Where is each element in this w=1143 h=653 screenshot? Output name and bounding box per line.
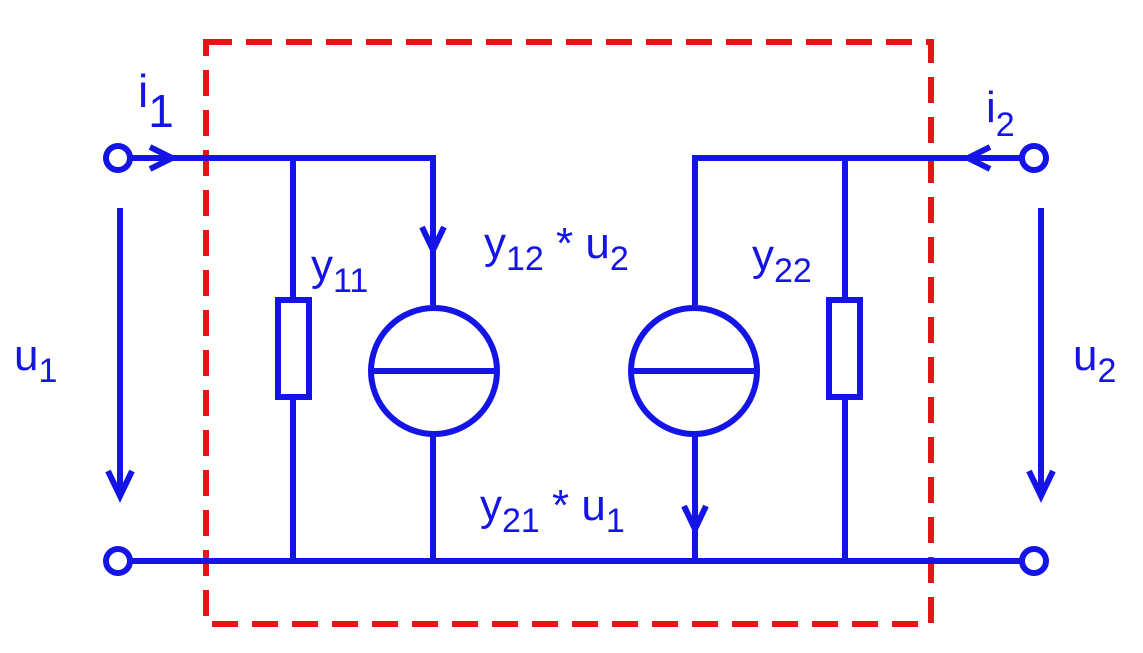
two-port-boundary <box>203 39 934 627</box>
top-right-wire <box>692 155 1022 305</box>
terminals <box>103 143 1049 576</box>
label-i2: i2 <box>986 83 1015 144</box>
label-i1: i1 <box>138 65 174 137</box>
arrow-u2-head <box>1026 469 1056 503</box>
label-u2: u2 <box>1073 331 1116 390</box>
arrow-source-bottom <box>681 504 709 536</box>
top-left-wire <box>130 155 436 305</box>
label-source-bottom: y21 * u1 <box>480 481 625 540</box>
arrow-i2 <box>961 144 992 172</box>
y22-resistor <box>826 297 863 400</box>
label-source-top: y12 * u2 <box>484 219 629 278</box>
arrow-source-top <box>419 225 447 257</box>
label-y22: y22 <box>752 231 812 290</box>
terminal-top-right <box>1019 143 1049 173</box>
terminal-top-left <box>103 143 133 173</box>
y11-resistor <box>275 297 312 400</box>
label-y11: y11 <box>311 241 368 300</box>
terminal-bottom-left <box>103 546 133 576</box>
arrow-i1 <box>148 144 179 172</box>
label-u1: u1 <box>14 331 57 390</box>
circuit <box>105 144 1056 564</box>
arrow-u1-head <box>105 469 135 503</box>
terminal-bottom-right <box>1019 546 1049 576</box>
